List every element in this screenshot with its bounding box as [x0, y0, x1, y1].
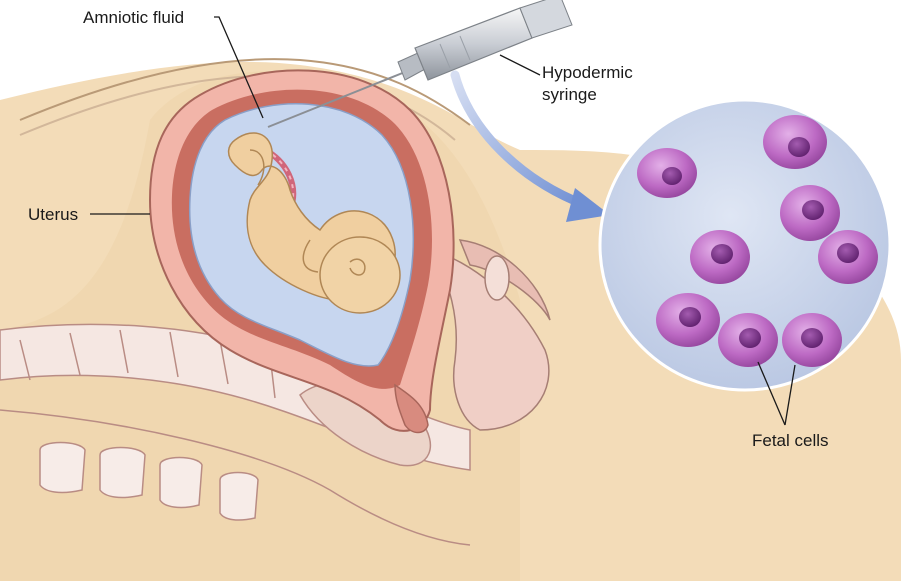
fetal-cells-label: Fetal cells	[752, 431, 829, 450]
fetal-cell	[690, 230, 750, 284]
fetal-cell	[763, 115, 827, 169]
syringe-barrel	[415, 8, 532, 80]
fetal-cell	[780, 185, 840, 241]
fetal-cell	[656, 293, 720, 347]
syringe-leader	[500, 55, 540, 75]
fetal-cell	[782, 313, 842, 367]
rectum-lumen	[485, 256, 509, 300]
syringe-label-line2: syringe	[542, 85, 597, 104]
magnified-view	[600, 100, 890, 390]
fetal-cell	[637, 148, 697, 198]
uterus-label: Uterus	[28, 205, 78, 224]
amniotic-fluid-label: Amniotic fluid	[83, 8, 184, 27]
fetal-cell	[818, 230, 878, 284]
syringe-label-line1: Hypodermic	[542, 63, 633, 82]
fetal-cell	[718, 313, 778, 367]
